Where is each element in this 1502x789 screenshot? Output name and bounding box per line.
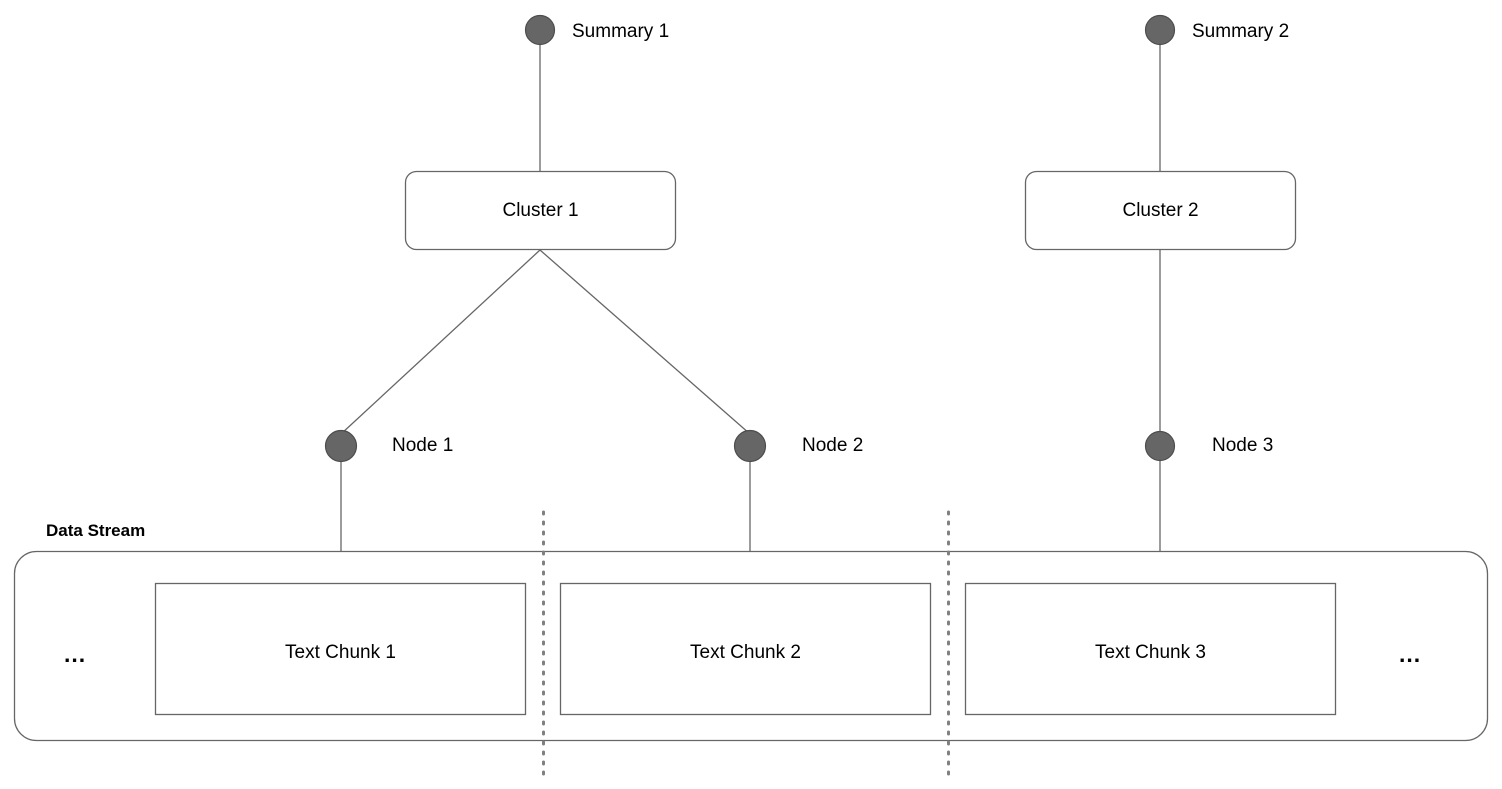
data-stream-title: Data Stream: [46, 521, 146, 540]
cluster-2-label: Cluster 2: [1122, 200, 1199, 221]
summary-2-circle-node-icon[interactable]: [1144, 14, 1176, 46]
cluster-1-label: Cluster 1: [502, 200, 579, 221]
node-2-label: Node 2: [802, 435, 864, 456]
edge-cluster1-node2: [539, 249, 751, 435]
cluster-1-box[interactable]: [404, 170, 677, 251]
summary-1-label: Summary 1: [572, 21, 670, 42]
ellipsis-right: ...: [1399, 641, 1422, 667]
ellipsis-left: ...: [64, 641, 87, 667]
node-3-circle-node-icon[interactable]: [1144, 430, 1176, 462]
summary-1-circle-node-icon[interactable]: [524, 14, 556, 46]
text-chunk-1-box[interactable]: [154, 582, 527, 716]
text-chunk-3-label: Text Chunk 3: [1095, 642, 1206, 663]
node-2-circle-node-icon[interactable]: [733, 429, 767, 463]
node-3-label: Node 3: [1212, 435, 1274, 456]
edge-cluster1-node1: [340, 249, 541, 435]
text-chunk-3-box[interactable]: [964, 582, 1337, 716]
node-1-circle-node-icon[interactable]: [324, 429, 358, 463]
summary-2-label: Summary 2: [1192, 21, 1290, 42]
cluster-2-box[interactable]: [1024, 170, 1297, 251]
node-1-label: Node 1: [392, 435, 454, 456]
text-chunk-2-label: Text Chunk 2: [690, 642, 801, 663]
text-chunk-1-label: Text Chunk 1: [285, 642, 396, 663]
text-chunk-2-box[interactable]: [559, 582, 932, 716]
